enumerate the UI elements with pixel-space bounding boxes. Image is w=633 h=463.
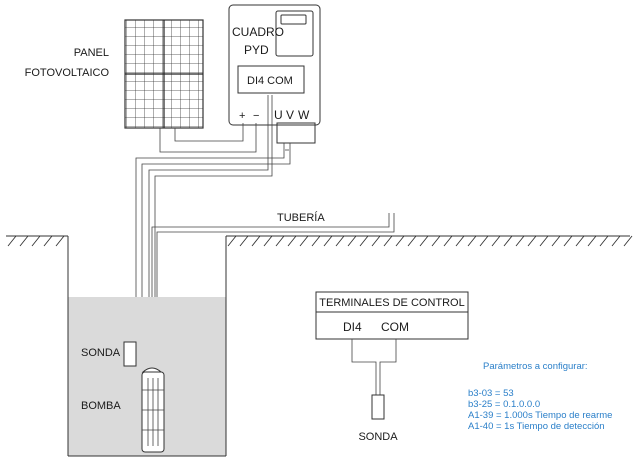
- pipe-label: TUBERÍA: [277, 211, 325, 224]
- params-line: b3-03 = 53: [468, 388, 514, 399]
- params-line: A1-40 = 1s Tiempo de detección: [468, 421, 605, 432]
- panel-label-line1: PANEL: [74, 47, 109, 59]
- probe-right-label: SONDA: [358, 431, 398, 443]
- solar-panel: [124, 19, 204, 129]
- control-box-title: TERMINALES DE CONTROL: [319, 297, 464, 309]
- pump-label: BOMBA: [81, 400, 121, 412]
- motor-cable: [135, 95, 316, 360]
- terminal-label: DI4 COM: [247, 75, 293, 87]
- panel-wiring: [159, 123, 257, 153]
- ground: [6, 235, 633, 247]
- u-terminal: U: [274, 108, 283, 122]
- panel-label-line2: FOTOVOLTAICO: [25, 67, 110, 79]
- probe-left-label: SONDA: [81, 347, 121, 359]
- cuadro-label: CUADRO: [232, 25, 284, 39]
- pyd-label: PYD: [244, 43, 269, 57]
- probe-left: [123, 341, 137, 367]
- params-title: Parámetros a configurar:: [483, 361, 588, 372]
- controller-box: [228, 4, 321, 126]
- v-terminal: V: [286, 108, 294, 122]
- w-terminal: W: [298, 108, 310, 122]
- minus-terminal: −: [253, 110, 259, 122]
- pump: [141, 367, 165, 453]
- control-com-label: COM: [381, 320, 409, 334]
- plus-terminal: +: [239, 110, 245, 122]
- control-terminals-box: [315, 291, 469, 420]
- params-line: A1-39 = 1.000s Tiempo de rearme: [468, 410, 612, 421]
- params-line: b3-25 = 0.1.0.0.0: [468, 399, 540, 410]
- control-di4-label: DI4: [343, 320, 362, 334]
